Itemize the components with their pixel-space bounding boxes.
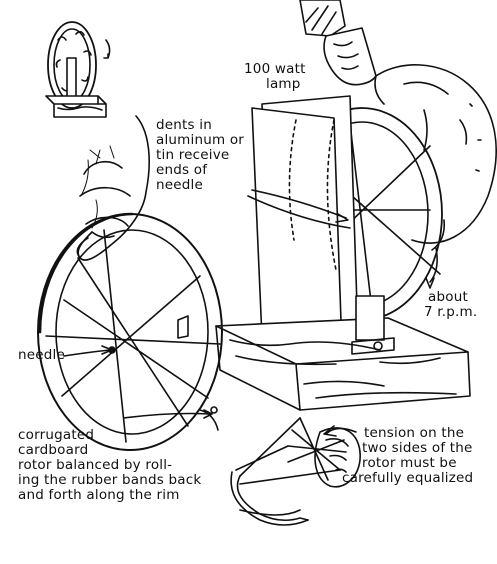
tension-label-line-2: two sides of the — [362, 440, 473, 456]
annotation-arrows — [63, 189, 438, 516]
tension-label-line-4: carefully equalized — [342, 470, 474, 486]
rotor-label-line-5: and forth along the rim — [18, 487, 180, 503]
tension-label-line-3: rotor must be — [362, 455, 457, 471]
speed-label-line-2: 7 r.p.m. — [424, 304, 478, 320]
hand — [76, 115, 150, 261]
rotor-label-line-4: ing the rubber bands back — [18, 472, 202, 488]
tension-label-line-1: tension on the — [364, 425, 465, 441]
aluminum-sheets — [251, 95, 359, 351]
lamp-label-line-1: 100 watt — [244, 61, 306, 77]
wood-base — [215, 295, 471, 411]
thumbnail-apparatus — [45, 21, 111, 118]
rotor-label: corrugated cardboard rotor balanced by r… — [18, 428, 201, 503]
dents-label-line-2: aluminum or — [156, 132, 245, 148]
lamp-label: 100 watt lamp — [244, 62, 306, 92]
hub-detail — [230, 417, 361, 526]
dents-label-line-4: ends of — [156, 162, 208, 178]
lamp-label-line-2: lamp — [266, 76, 301, 92]
dents-label-line-3: tin receive — [156, 147, 230, 163]
rotor-label-line-1: corrugated — [18, 427, 95, 443]
lamp — [299, 0, 497, 251]
needle-label-text: needle — [18, 347, 65, 363]
needle-label: needle — [18, 348, 65, 363]
tension-label: tension on the two sides of the rotor mu… — [334, 426, 473, 486]
dents-label-line-5: needle — [156, 177, 203, 193]
dents-label: dents in aluminum or tin receive ends of… — [156, 118, 244, 193]
front-rotor — [37, 212, 223, 451]
rotor-label-line-2: cardboard — [18, 442, 89, 458]
speed-label-line-1: about — [428, 289, 468, 305]
rotor-label-line-3: rotor balanced by roll- — [18, 457, 173, 473]
speed-label: about 7 r.p.m. — [424, 290, 477, 320]
dents-label-line-1: dents in — [156, 117, 212, 133]
